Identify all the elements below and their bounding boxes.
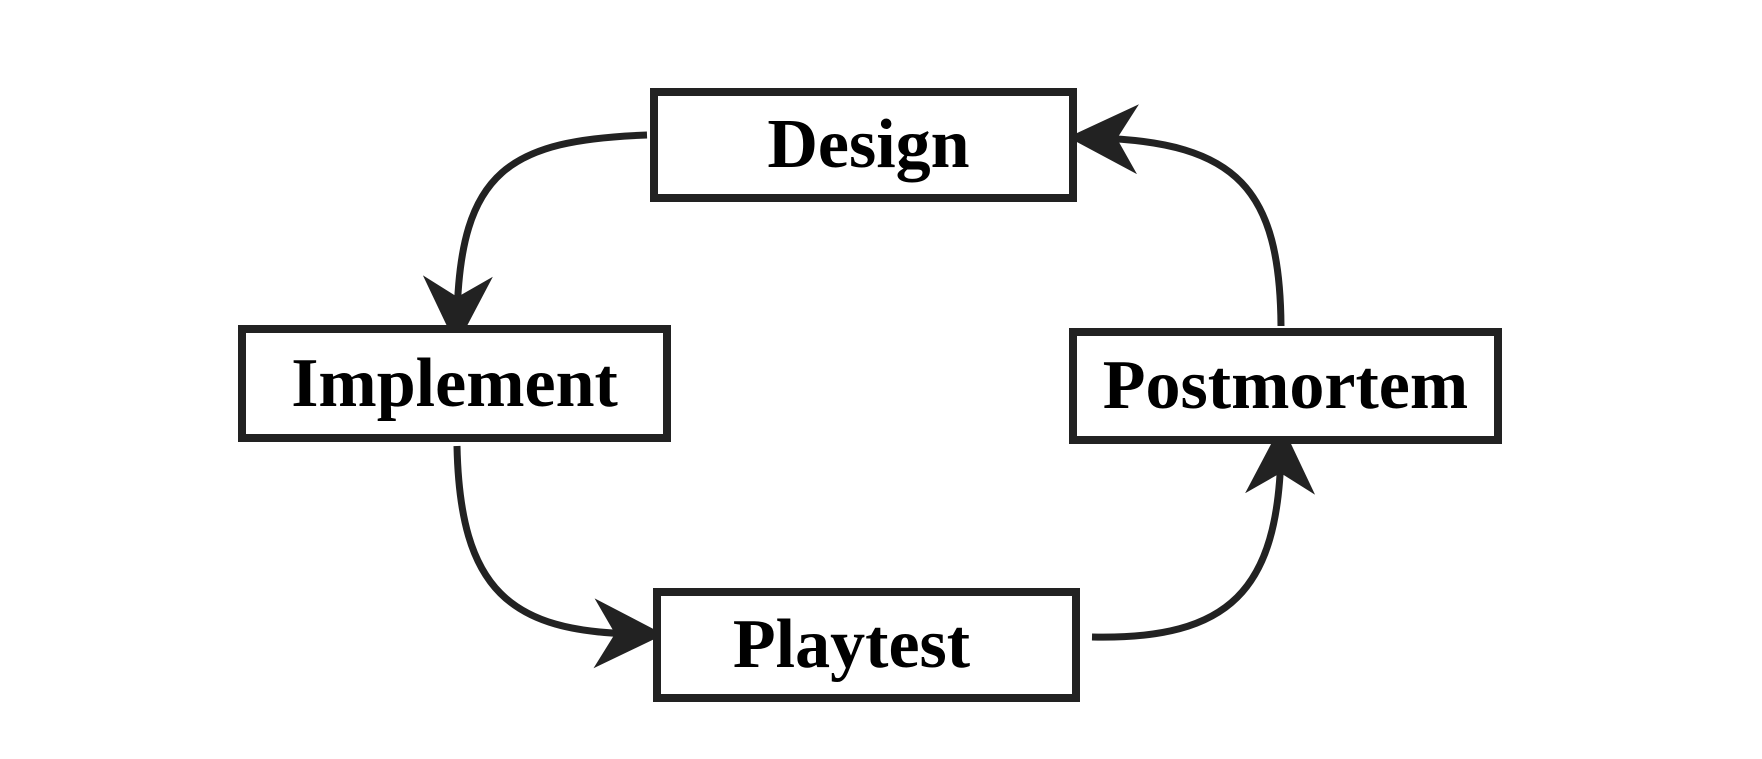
arrow-implement-to-playtest (453, 445, 664, 669)
arrow-postmortem-to-design (1068, 104, 1285, 327)
implement-box: Implement (238, 325, 671, 442)
playtest-box: Playtest (653, 588, 1080, 702)
implement-label: Implement (291, 344, 618, 422)
arrow-design-to-implement (422, 131, 648, 346)
playtest-label: Playtest (732, 606, 971, 683)
arrow-playtest-to-postmortem (1091, 424, 1316, 641)
postmortem-box: Postmortem (1069, 328, 1502, 444)
design-label: Design (767, 106, 970, 183)
design-box: Design (650, 88, 1077, 202)
postmortem-label: Postmortem (1102, 347, 1469, 424)
